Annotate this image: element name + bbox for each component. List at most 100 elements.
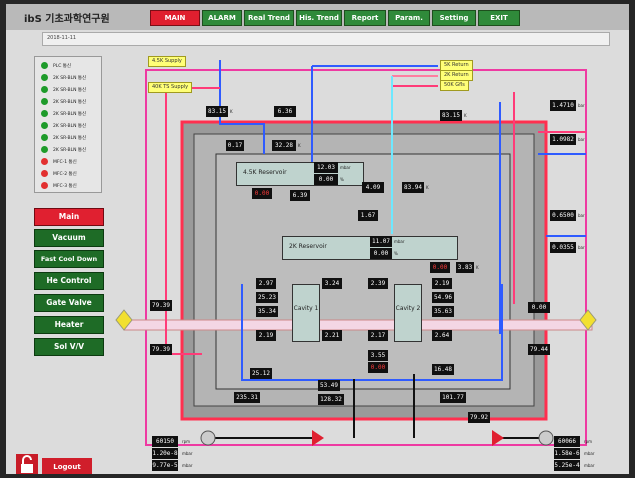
lock-icon[interactable] (16, 454, 38, 474)
logout-button[interactable]: Logout (42, 458, 92, 474)
readout-0-00-e: 0.00 (528, 302, 550, 313)
readout-9-77e-5: 9.77e-5 (152, 460, 178, 471)
readout-83-15-left: 83.15 (206, 106, 228, 117)
status-led (41, 62, 48, 69)
unit-bar: bar (578, 245, 585, 250)
readout-2-97: 2.97 (256, 278, 276, 289)
unit-mbar: mbar (182, 451, 193, 456)
status-led (41, 122, 48, 129)
unit-bar: bar (578, 103, 585, 108)
readout-101-77: 101.77 (440, 392, 466, 403)
unit-pct: % (340, 177, 344, 182)
status-label: 2K SR-BLN 통신 (53, 124, 87, 129)
unit-k: K (464, 113, 467, 118)
status-label: 2K SR-BLN 통신 (53, 148, 87, 153)
status-label: 2K SR-BLN 통신 (53, 88, 87, 93)
ibs-logo: ibS 기초과학연구원 (24, 14, 110, 25)
readout-60150: 60150 (152, 436, 178, 447)
nav-real-trend-button[interactable]: Real Trend (244, 10, 294, 26)
he-control-button[interactable]: He Control (34, 272, 104, 290)
readout-11-07: 11.07 (370, 236, 392, 247)
process-diagram (115, 60, 597, 446)
readout-53-49: 53.49 (318, 380, 340, 391)
right-gate-valve (579, 309, 597, 331)
unit-pct: % (394, 251, 398, 256)
comm-status-panel: PLC 통신 2K SR-BLN 통신 2K SR-BLN 통신 2K SR-B… (34, 56, 102, 193)
readout-79-39-bottom: 79.39 (150, 344, 172, 355)
main-button[interactable]: Main (34, 208, 104, 226)
fast-cool-down-button[interactable]: Fast Cool Down (34, 250, 104, 268)
pump-valve-right (492, 430, 504, 446)
heater-button[interactable]: Heater (34, 316, 104, 334)
nav-setting-button[interactable]: Setting (432, 10, 476, 26)
unit-mbar: mbar (340, 165, 351, 170)
unit-mbar: mbar (584, 451, 595, 456)
readout-12-03: 12.03 (314, 162, 338, 173)
readout-60066: 60066 (554, 436, 580, 447)
status-led (41, 182, 48, 189)
unit-bar: bar (578, 213, 585, 218)
pump-left-icon (200, 430, 216, 446)
readout-235-31: 235.31 (234, 392, 260, 403)
cavity-1-label: Cavity 1 (293, 305, 319, 312)
unit-rpm: rpm (182, 439, 191, 444)
readout-0-00-red-c: 0.00 (368, 362, 388, 373)
nav-param-button[interactable]: Param. (388, 10, 430, 26)
tag-50k-return: 50K Gfls (440, 80, 469, 91)
nav-alarm-button[interactable]: ALARM (202, 10, 242, 26)
readout-0-00-red-a: 0.00 (252, 188, 272, 199)
readout-2-17: 2.17 (368, 330, 388, 341)
readout-128-32: 128.32 (318, 394, 344, 405)
readout-5-25e-4: 5.25e-4 (554, 460, 580, 471)
status-label: MFC-1 통신 (53, 160, 77, 165)
readout-25-23: 25.23 (256, 292, 278, 303)
status-led (41, 98, 48, 105)
tag-4-5k-supply: 4.5K Supply (148, 56, 186, 67)
unit-k: K (426, 185, 429, 190)
readout-79-44: 79.44 (528, 344, 550, 355)
readout-2-19-a: 2.19 (432, 278, 452, 289)
readout-0-00-b: 0.00 (370, 248, 392, 259)
readout-25-12: 25.12 (250, 368, 272, 379)
readout-1-20e-8: 1.20e-8 (152, 448, 178, 459)
nav-main-button[interactable]: MAIN (150, 10, 200, 26)
cavity-1[interactable]: Cavity 1 (292, 284, 320, 342)
readout-0-00-a: 0.00 (314, 174, 338, 185)
reservoir-4-5k[interactable]: 4.5K Reservoir (236, 162, 364, 186)
vacuum-button[interactable]: Vacuum (34, 229, 104, 247)
nav-his-trend-button[interactable]: His. Trend (296, 10, 342, 26)
unit-mbar: mbar (394, 239, 405, 244)
unit-mbar: mbar (584, 463, 595, 468)
unit-k: K (476, 265, 479, 270)
readout-0-6500: 0.6500 (550, 210, 576, 221)
nav-exit-button[interactable]: EXIT (478, 10, 520, 26)
status-led (41, 74, 48, 81)
status-label: 2K SR-BLN 통신 (53, 112, 87, 117)
unit-rpm: rpm (584, 439, 593, 444)
readout-83-15-right: 83.15 (440, 110, 462, 121)
lock-icon-graphic (21, 455, 33, 473)
status-label: MFC-3 통신 (53, 184, 77, 189)
readout-35-34: 35.34 (256, 306, 278, 317)
status-led (41, 170, 48, 177)
readout-2-64: 2.64 (432, 330, 452, 341)
pump-valve-left (312, 430, 324, 446)
gate-valve-button[interactable]: Gate Valve (34, 294, 104, 312)
status-led (41, 110, 48, 117)
cavity-2[interactable]: Cavity 2 (394, 284, 422, 342)
unit-k: K (230, 109, 233, 114)
readout-2-19-b: 2.19 (256, 330, 276, 341)
status-label: PLC 통신 (53, 64, 72, 69)
sol-vv-button[interactable]: Sol V/V (34, 338, 104, 356)
readout-1-67: 1.67 (358, 210, 378, 221)
supply-40-line (165, 87, 220, 355)
readout-0-00-red-b: 0.00 (430, 262, 450, 273)
nav-report-button[interactable]: Report (344, 10, 386, 26)
readout-83-94: 83.94 (402, 182, 424, 193)
tag-40k-supply: 40K TS Supply (148, 82, 193, 93)
unit-mbar: mbar (182, 463, 193, 468)
cav-loop (241, 284, 503, 381)
supply-45-line (219, 60, 265, 154)
status-led (41, 146, 48, 153)
outer-frame-magenta (145, 69, 587, 446)
